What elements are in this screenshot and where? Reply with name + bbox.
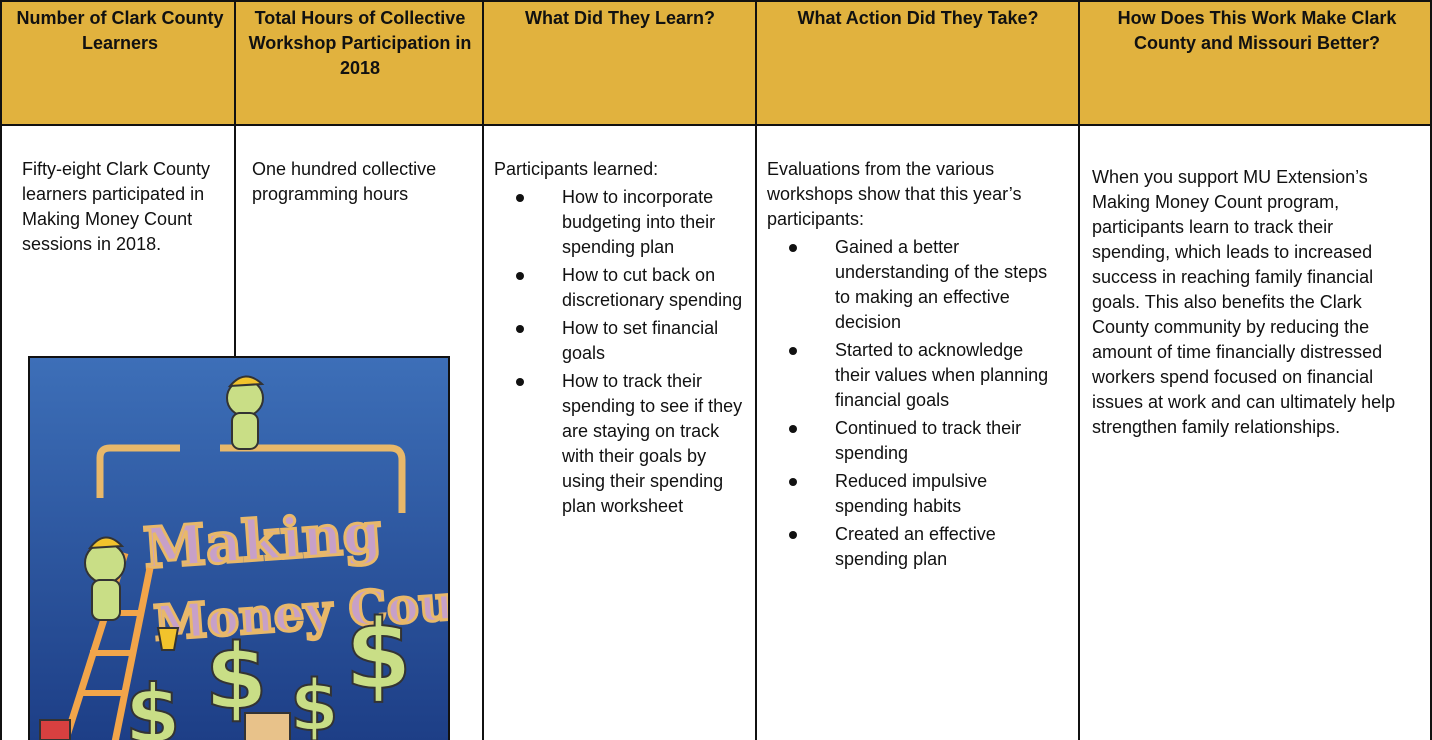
list-item: Started to acknowledge their values when… <box>767 338 1057 413</box>
list-item-text: Created an effective spending plan <box>835 524 996 569</box>
table-right-border <box>1430 0 1432 740</box>
svg-text:$: $ <box>290 665 339 740</box>
impact-cell: When you support MU Extension’s Making M… <box>1092 167 1396 437</box>
making-money-count-illustration: Making Money Count <box>28 356 450 740</box>
bullet-icon <box>789 347 797 355</box>
dollar-figure-icon <box>84 536 126 621</box>
list-item-text: How to track their spending to see if th… <box>562 371 743 516</box>
list-item: Created an effective spending plan <box>767 522 1057 572</box>
header-learned: What Did They Learn? <box>524 8 715 28</box>
header-hours: Total Hours of Collective Workshop Parti… <box>248 8 472 78</box>
bullet-icon <box>789 531 797 539</box>
bucket-icon <box>156 627 180 651</box>
header-row <box>0 0 1432 125</box>
bullet-icon <box>516 378 524 386</box>
list-item: How to cut back on discretionary spendin… <box>494 263 744 313</box>
column-divider-3 <box>755 0 757 740</box>
bullet-icon <box>789 478 797 486</box>
bullet-icon <box>516 272 524 280</box>
list-item-text: How to incorporate budgeting into their … <box>562 187 716 257</box>
money-count-logo-image: Making Money Count <box>30 358 448 740</box>
column-divider-4 <box>1078 0 1080 740</box>
dollar-figure-icon <box>226 375 265 450</box>
list-item: How to track their spending to see if th… <box>494 369 744 519</box>
column-divider-1 <box>234 0 236 356</box>
column-divider-2 <box>482 0 484 740</box>
toolbox-icon <box>244 712 291 740</box>
learned-cell: Participants learned: How to incorporate… <box>494 157 744 522</box>
header-actions: What Action Did They Take? <box>797 8 1039 28</box>
bullet-icon <box>516 325 524 333</box>
bullet-icon <box>516 194 524 202</box>
hours-cell: One hundred collective programming hours <box>252 159 437 204</box>
bullet-icon <box>789 244 797 252</box>
actions-intro: Evaluations from the various workshops s… <box>767 159 1022 229</box>
ladder-icon <box>61 551 154 740</box>
bullet-icon <box>789 425 797 433</box>
table-top-border <box>0 0 1432 2</box>
header-bottom-border <box>0 124 1432 126</box>
list-item: Reduced impulsive spending habits <box>767 469 1057 519</box>
header-impact: How Does This Work Make Clark County and… <box>1117 8 1397 53</box>
learners-cell: Fifty-eight Clark County learners partic… <box>22 159 211 254</box>
list-item-text: Reduced impulsive spending habits <box>835 471 988 516</box>
dollar-sign-icon: $ $ $ $ <box>124 598 413 740</box>
svg-text:$: $ <box>125 668 181 740</box>
list-item-text: How to set financial goals <box>562 318 719 363</box>
list-item-text: Started to acknowledge their values when… <box>835 340 1049 410</box>
list-item: Gained a better understanding of the ste… <box>767 235 1057 335</box>
svg-text:$: $ <box>345 599 412 711</box>
list-item-text: How to cut back on discretionary spendin… <box>562 265 743 310</box>
actions-list: Gained a better understanding of the ste… <box>767 235 1057 572</box>
actions-cell: Evaluations from the various workshops s… <box>767 157 1057 575</box>
header-learners: Number of Clark County Learners <box>16 8 224 53</box>
learned-list: How to incorporate budgeting into their … <box>494 185 744 519</box>
table-left-border <box>0 0 2 740</box>
list-item-text: Gained a better understanding of the ste… <box>835 237 1048 332</box>
list-item: How to incorporate budgeting into their … <box>494 185 744 260</box>
toolbox-icon <box>39 719 71 740</box>
learned-intro: Participants learned: <box>494 159 659 179</box>
list-item-text: Continued to track their spending <box>835 418 1022 463</box>
list-item: Continued to track their spending <box>767 416 1057 466</box>
list-item: How to set financial goals <box>494 316 744 366</box>
